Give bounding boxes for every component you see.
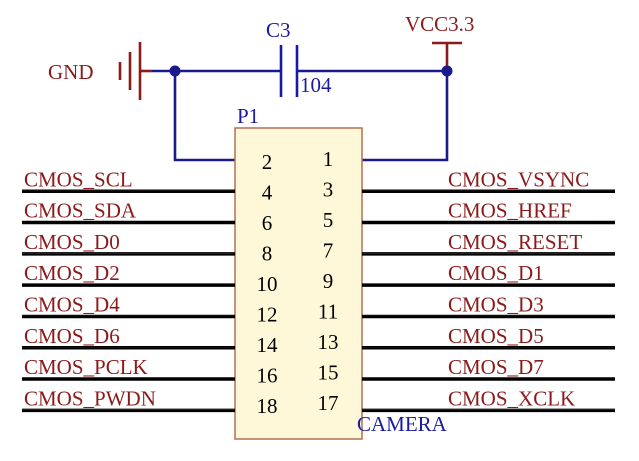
pin-number: 13: [318, 330, 339, 354]
net-label: CMOS_SCL: [24, 167, 133, 191]
pin-number: 17: [318, 391, 339, 415]
connector-name: CAMERA: [357, 412, 448, 436]
net-label: CMOS_D4: [24, 293, 120, 317]
pin-number: 7: [323, 239, 334, 263]
power-pin-wires: [173, 71, 449, 162]
net-label: CMOS_D0: [24, 230, 120, 254]
capacitor-symbol: [279, 45, 299, 97]
pin-number: 4: [262, 181, 273, 205]
pin-number: 16: [257, 364, 278, 388]
pin-number: 12: [257, 303, 278, 327]
capacitor-designator: C3: [266, 18, 291, 42]
gnd-label: GND: [48, 60, 94, 84]
pin-number: 1: [323, 147, 334, 171]
net-label: CMOS_PCLK: [24, 355, 148, 379]
pin-number: 3: [323, 178, 334, 202]
pin-number: 2: [262, 150, 273, 174]
left-pin-group: 24CMOS_SCL6CMOS_SDA8CMOS_D010CMOS_D212CM…: [22, 150, 278, 418]
net-label: CMOS_VSYNC: [448, 167, 589, 191]
net-label: CMOS_XCLK: [448, 386, 575, 410]
net-label: CMOS_D6: [24, 324, 120, 348]
pin-number: 15: [318, 361, 339, 385]
connector-body: [234, 127, 363, 440]
pin-number: 18: [257, 394, 278, 418]
pin-number: 10: [257, 272, 278, 296]
pin-number: 9: [323, 269, 334, 293]
vcc-label: VCC3.3: [405, 12, 474, 36]
net-label: CMOS_D1: [448, 261, 544, 285]
net-label: CMOS_HREF: [448, 199, 572, 223]
pin-number: 6: [262, 211, 273, 235]
net-label: CMOS_SDA: [24, 199, 137, 223]
capacitor-value: 104: [300, 73, 332, 97]
pin-number: 8: [262, 242, 273, 266]
pin-number: 11: [318, 300, 338, 324]
pin-number: 14: [257, 333, 279, 357]
connector-designator: P1: [237, 104, 259, 128]
net-label: CMOS_D7: [448, 355, 544, 379]
net-label: CMOS_D2: [24, 261, 120, 285]
net-label: CMOS_RESET: [448, 230, 582, 254]
net-label: CMOS_PWDN: [24, 386, 156, 410]
gnd-symbol: [118, 42, 152, 100]
net-label: CMOS_D5: [448, 324, 544, 348]
pin-number: 5: [323, 208, 334, 232]
net-label: CMOS_D3: [448, 293, 544, 317]
